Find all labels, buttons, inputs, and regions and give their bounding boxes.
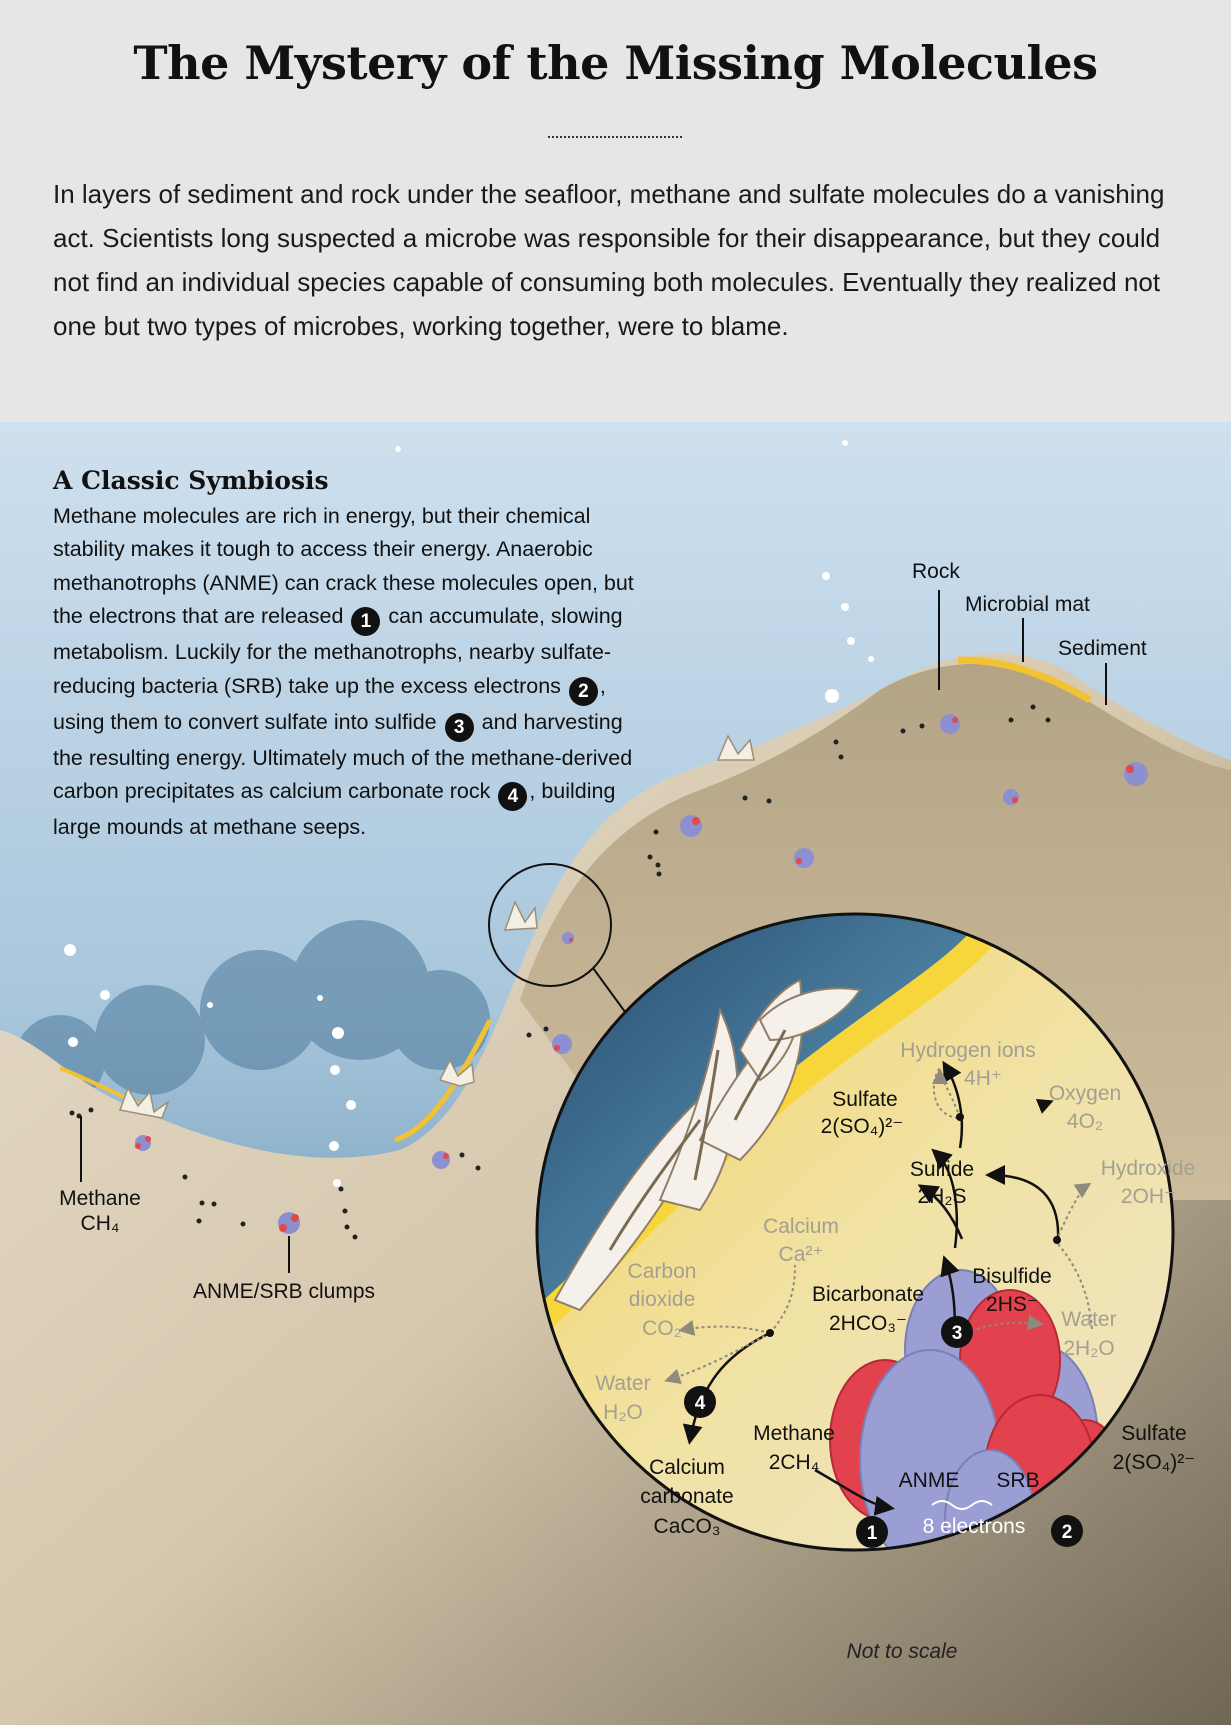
label-oxygen-formula: 4O₂ [1067, 1110, 1103, 1133]
label-calcium-carbonate-formula: CaCO₃ [654, 1515, 721, 1538]
title-divider [548, 136, 682, 138]
symbiosis-body: Methane molecules are rich in energy, bu… [53, 504, 634, 840]
microbial-mat [957, 656, 1092, 704]
label-calcium-formula: Ca²⁺ [779, 1243, 824, 1266]
label-inset-methane-formula: 2CH₄ [769, 1451, 820, 1474]
header-panel: The Mystery of the Missing Molecules In … [0, 0, 1231, 422]
callout-lines [80, 590, 1107, 1273]
label-water-right-formula: 2H₂O [1063, 1337, 1114, 1360]
step-marker-2: 2 [1051, 1515, 1083, 1547]
label-hydrogen-ions: Hydrogen ions [900, 1039, 1035, 1062]
bubbles [64, 440, 874, 1187]
label-water-left: Water [595, 1372, 650, 1395]
label-carbon-dioxide-1: Carbon [628, 1260, 697, 1283]
label-calcium-carbonate-2: carbonate [640, 1485, 733, 1508]
step-marker-4: 4 [684, 1386, 716, 1418]
label-sulfide: Sulfide [910, 1158, 974, 1181]
step-badge-3: 3 [444, 712, 474, 742]
label-sulfate-right: Sulfate [1121, 1422, 1186, 1445]
label-anme: ANME [899, 1469, 960, 1492]
label-calcium-carbonate-1: Calcium [649, 1456, 725, 1479]
anme-srb-clumps-small [135, 714, 1148, 1234]
label-hydrogen-ions-formula: 4H⁺ [964, 1067, 1002, 1090]
label-inset-methane: Methane [753, 1422, 835, 1445]
tubeworm-slits [608, 1029, 787, 1251]
label-electrons: 8 electrons [923, 1515, 1026, 1538]
label-bisulfide: Bisulfide [972, 1265, 1051, 1288]
label-hydroxide: Hydroxide [1101, 1157, 1196, 1180]
label-bicarbonate-formula: 2HCO₃⁻ [829, 1312, 907, 1335]
tubeworm-clusters [118, 734, 755, 1119]
step-badge-1: 1 [351, 607, 381, 637]
label-sulfate-right-formula: 2(SO₄)²⁻ [1113, 1451, 1196, 1474]
intro-paragraph: In layers of sediment and rock under the… [53, 179, 1165, 341]
svg-text:4: 4 [695, 1393, 706, 1414]
label-sulfate-top-formula: 2(SO₄)²⁻ [821, 1115, 904, 1138]
label-carbon-dioxide-formula: CO₂ [642, 1317, 682, 1340]
label-clumps: ANME/SRB clumps [193, 1280, 375, 1303]
label-water-left-formula: H₂O [603, 1401, 643, 1424]
label-hydroxide-formula: 2OH⁻ [1121, 1185, 1175, 1208]
label-water-right: Water [1061, 1308, 1116, 1331]
methane-dots [69, 704, 1051, 1240]
electron-wave [931, 1500, 993, 1510]
step-markers: 3 4 1 2 [684, 1316, 1083, 1548]
label-carbon-dioxide-2: dioxide [629, 1288, 696, 1311]
tubeworms [553, 978, 862, 1312]
junction-dots [766, 1113, 1061, 1337]
svg-text:2: 2 [1062, 1522, 1073, 1543]
inset-labels: Hydrogen ions 4H⁺ Oxygen 4O₂ Sulfate 2(S… [595, 1039, 1195, 1663]
step-badge-2: 2 [568, 676, 598, 706]
inset-border [535, 912, 1175, 1552]
label-rock: Rock [912, 560, 960, 583]
label-srb: SRB [996, 1469, 1039, 1492]
label-not-to-scale: Not to scale [847, 1640, 958, 1663]
label-bicarbonate: Bicarbonate [812, 1283, 924, 1306]
label-bisulfide-formula: 2HS⁻ [986, 1293, 1038, 1316]
step-marker-3: 3 [941, 1316, 973, 1348]
label-oxygen: Oxygen [1049, 1082, 1121, 1105]
label-sulfide-formula: 2H₂S [917, 1185, 966, 1208]
label-methane-formula: CH₄ [81, 1212, 120, 1235]
svg-text:3: 3 [952, 1323, 963, 1344]
label-microbial-mat: Microbial mat [965, 593, 1090, 616]
page-title: The Mystery of the Missing Molecules [133, 36, 1098, 90]
label-sulfate-top: Sulfate [832, 1088, 897, 1111]
label-sediment: Sediment [1058, 637, 1147, 660]
step-badge-4: 4 [498, 782, 528, 812]
step-marker-1: 1 [856, 1516, 888, 1548]
zoom-circle [488, 863, 612, 987]
label-calcium: Calcium [763, 1215, 839, 1238]
symbiosis-heading: A Classic Symbiosis [53, 466, 329, 495]
seafloor-illustration: Rock Microbial mat Sediment Methane CH₄ … [0, 422, 1231, 1725]
svg-text:1: 1 [867, 1523, 878, 1544]
label-methane: Methane [59, 1187, 141, 1210]
